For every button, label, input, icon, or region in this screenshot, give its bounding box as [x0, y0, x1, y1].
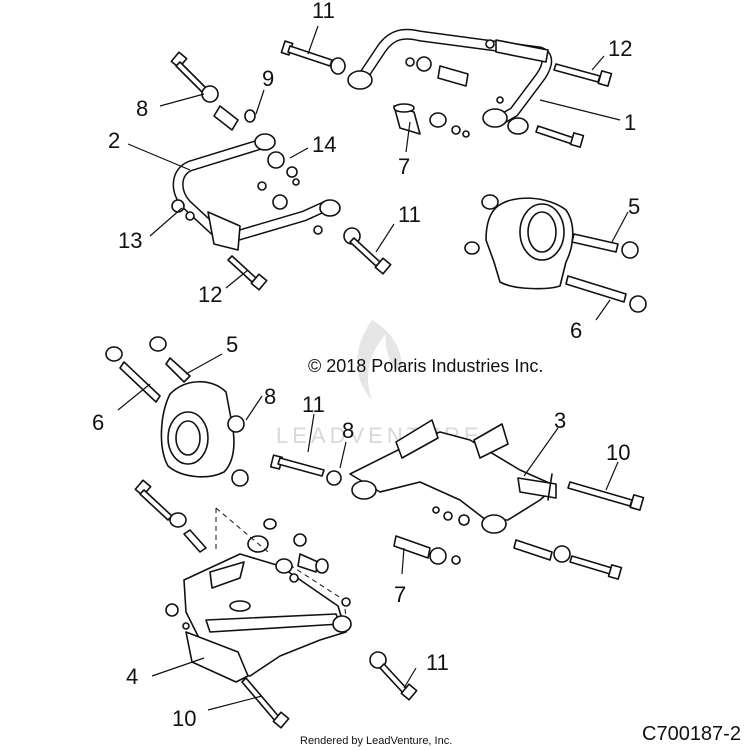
callout-5-left: 5	[226, 332, 238, 357]
callout-6-left: 6	[92, 410, 104, 435]
upper-control-arm-right	[347, 28, 553, 135]
lower-control-arm-left	[183, 507, 352, 683]
bolt-10-right	[567, 481, 645, 511]
callout-7-lower: 7	[394, 582, 406, 607]
leader-lines	[117, 25, 629, 711]
callout-9: 9	[262, 66, 274, 91]
bushings-upper-right	[393, 39, 504, 138]
callout-11-lower-mid: 11	[302, 392, 325, 417]
bolt-11-lower-mid	[269, 454, 342, 486]
lower-control-arm-right	[349, 419, 557, 534]
bolt-11-bottom	[369, 651, 418, 701]
bolt-8-top	[170, 51, 219, 103]
callout-3: 3	[554, 408, 566, 433]
callout-4: 4	[126, 664, 138, 689]
bushings-lower-left	[263, 518, 351, 607]
bolt-12-lower	[227, 255, 268, 291]
callout-5-right: 5	[628, 194, 640, 219]
diagram-code: C700187-2	[642, 723, 741, 745]
callout-8-top: 8	[136, 96, 148, 121]
callout-12-lower: 12	[198, 282, 222, 307]
callout-7-top: 7	[398, 154, 410, 179]
upper-control-arm-left	[172, 133, 341, 251]
callout-13: 13	[118, 228, 142, 253]
callout-14: 14	[312, 132, 336, 157]
callout-1: 1	[624, 110, 636, 135]
callout-11-mid: 11	[398, 202, 421, 227]
callout-10-bottom: 10	[172, 706, 196, 731]
bolt-12-top	[553, 63, 613, 87]
bolt-1-lower	[535, 125, 585, 148]
bushings-upper-left	[171, 105, 361, 245]
bolt-10-bottom	[241, 677, 290, 729]
callout-8-mid: 8	[264, 384, 276, 409]
callout-11-bottom: 11	[426, 650, 449, 675]
callout-11-top: 11	[312, 0, 335, 23]
rear-knuckle-right	[464, 194, 647, 313]
bolt-lower-left-top	[134, 479, 207, 630]
bushings-lower-right	[393, 506, 623, 580]
bolt-11-top	[280, 40, 346, 75]
callout-labels: 11 12 9 8 1 2 14 7 13 11 12 5 6 5 6 8 11…	[92, 0, 640, 731]
copyright-notice: © 2018 Polaris Industries Inc.	[308, 356, 543, 376]
rear-knuckle-left	[105, 336, 249, 487]
callout-2: 2	[108, 128, 120, 153]
bolt-11-mid	[349, 237, 392, 275]
callout-6-right: 6	[570, 318, 582, 343]
callout-10-right: 10	[606, 440, 630, 465]
footer-credit: Rendered by LeadVenture, Inc.	[300, 735, 452, 747]
leadventure-watermark: LEADVENTURE	[276, 320, 479, 448]
callout-12-top: 12	[608, 36, 632, 61]
callout-8-lower: 8	[342, 418, 354, 443]
